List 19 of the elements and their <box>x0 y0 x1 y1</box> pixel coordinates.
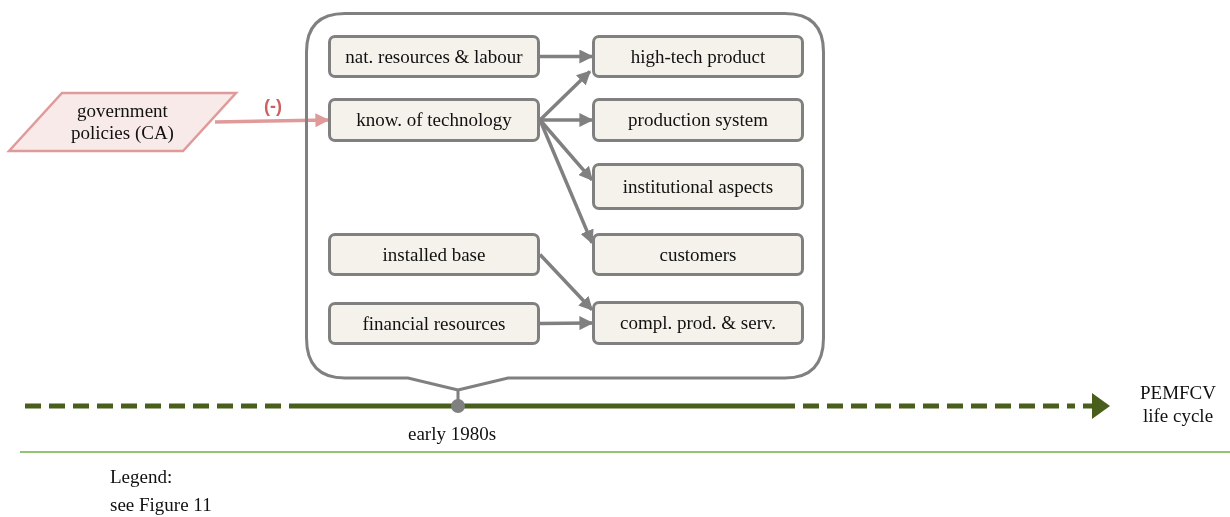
factor-box: production system <box>592 98 804 142</box>
factor-box: installed base <box>328 233 540 276</box>
arrow <box>540 316 594 331</box>
factor-box: customers <box>592 233 804 276</box>
arrow <box>214 113 330 128</box>
arrow <box>540 49 594 64</box>
axis-label: PEMFCV life cycle <box>1139 382 1217 428</box>
factor-box: high-tech product <box>592 35 804 78</box>
legend-note: see Figure 11 <box>110 494 212 517</box>
factor-box: financial resources <box>328 302 540 345</box>
factor-box: nat. resources & labour <box>328 35 540 78</box>
arrow <box>538 253 594 311</box>
factor-box: institutional aspects <box>592 163 804 210</box>
input-parallelogram: government policies (CA) <box>8 92 237 152</box>
timeline-label: early 1980s <box>408 423 497 446</box>
legend-heading: Legend: <box>110 466 173 489</box>
factor-box: know. of technology <box>328 98 540 142</box>
arrow <box>540 113 594 127</box>
factor-box: compl. prod. & serv. <box>592 301 804 345</box>
